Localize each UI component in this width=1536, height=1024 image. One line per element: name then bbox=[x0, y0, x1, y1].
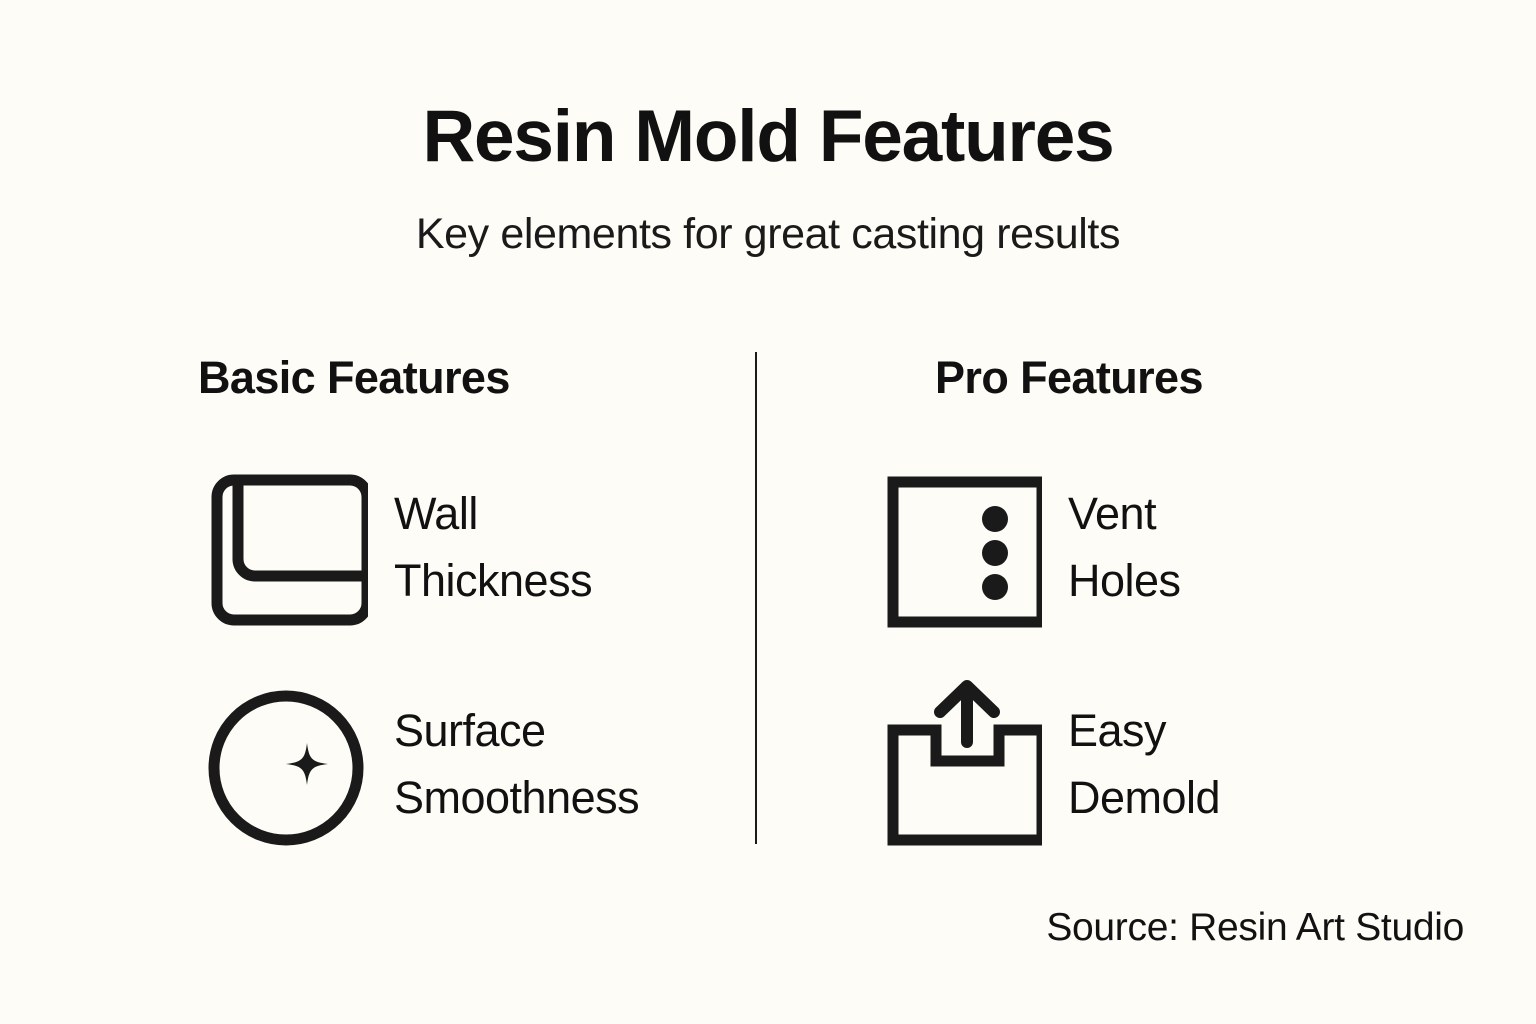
feature-label: Surface Smoothness bbox=[394, 705, 640, 823]
feature-label: Vent Holes bbox=[1068, 488, 1181, 606]
wall-thickness-icon bbox=[208, 463, 368, 633]
column-heading-basic: Basic Features bbox=[198, 352, 510, 403]
column-heading-pro: Pro Features bbox=[935, 352, 1204, 403]
feature-wall-thickness: Wall Thickness bbox=[208, 463, 593, 633]
feature-label: Easy Demold bbox=[1068, 705, 1221, 823]
surface-smoothness-icon bbox=[208, 680, 368, 850]
feature-surface-smoothness: Surface Smoothness bbox=[208, 680, 640, 850]
feature-label: Wall Thickness bbox=[394, 488, 593, 606]
page-subtitle: Key elements for great casting results bbox=[415, 210, 1121, 258]
column-divider bbox=[755, 352, 757, 844]
feature-vent-holes: Vent Holes bbox=[882, 463, 1181, 633]
source-attribution: Source: Resin Art Studio bbox=[1046, 906, 1464, 949]
vent-holes-icon bbox=[882, 463, 1042, 633]
page-title: Resin Mold Features bbox=[422, 96, 1114, 177]
easy-demold-icon bbox=[882, 680, 1042, 850]
feature-easy-demold: Easy Demold bbox=[882, 680, 1221, 850]
